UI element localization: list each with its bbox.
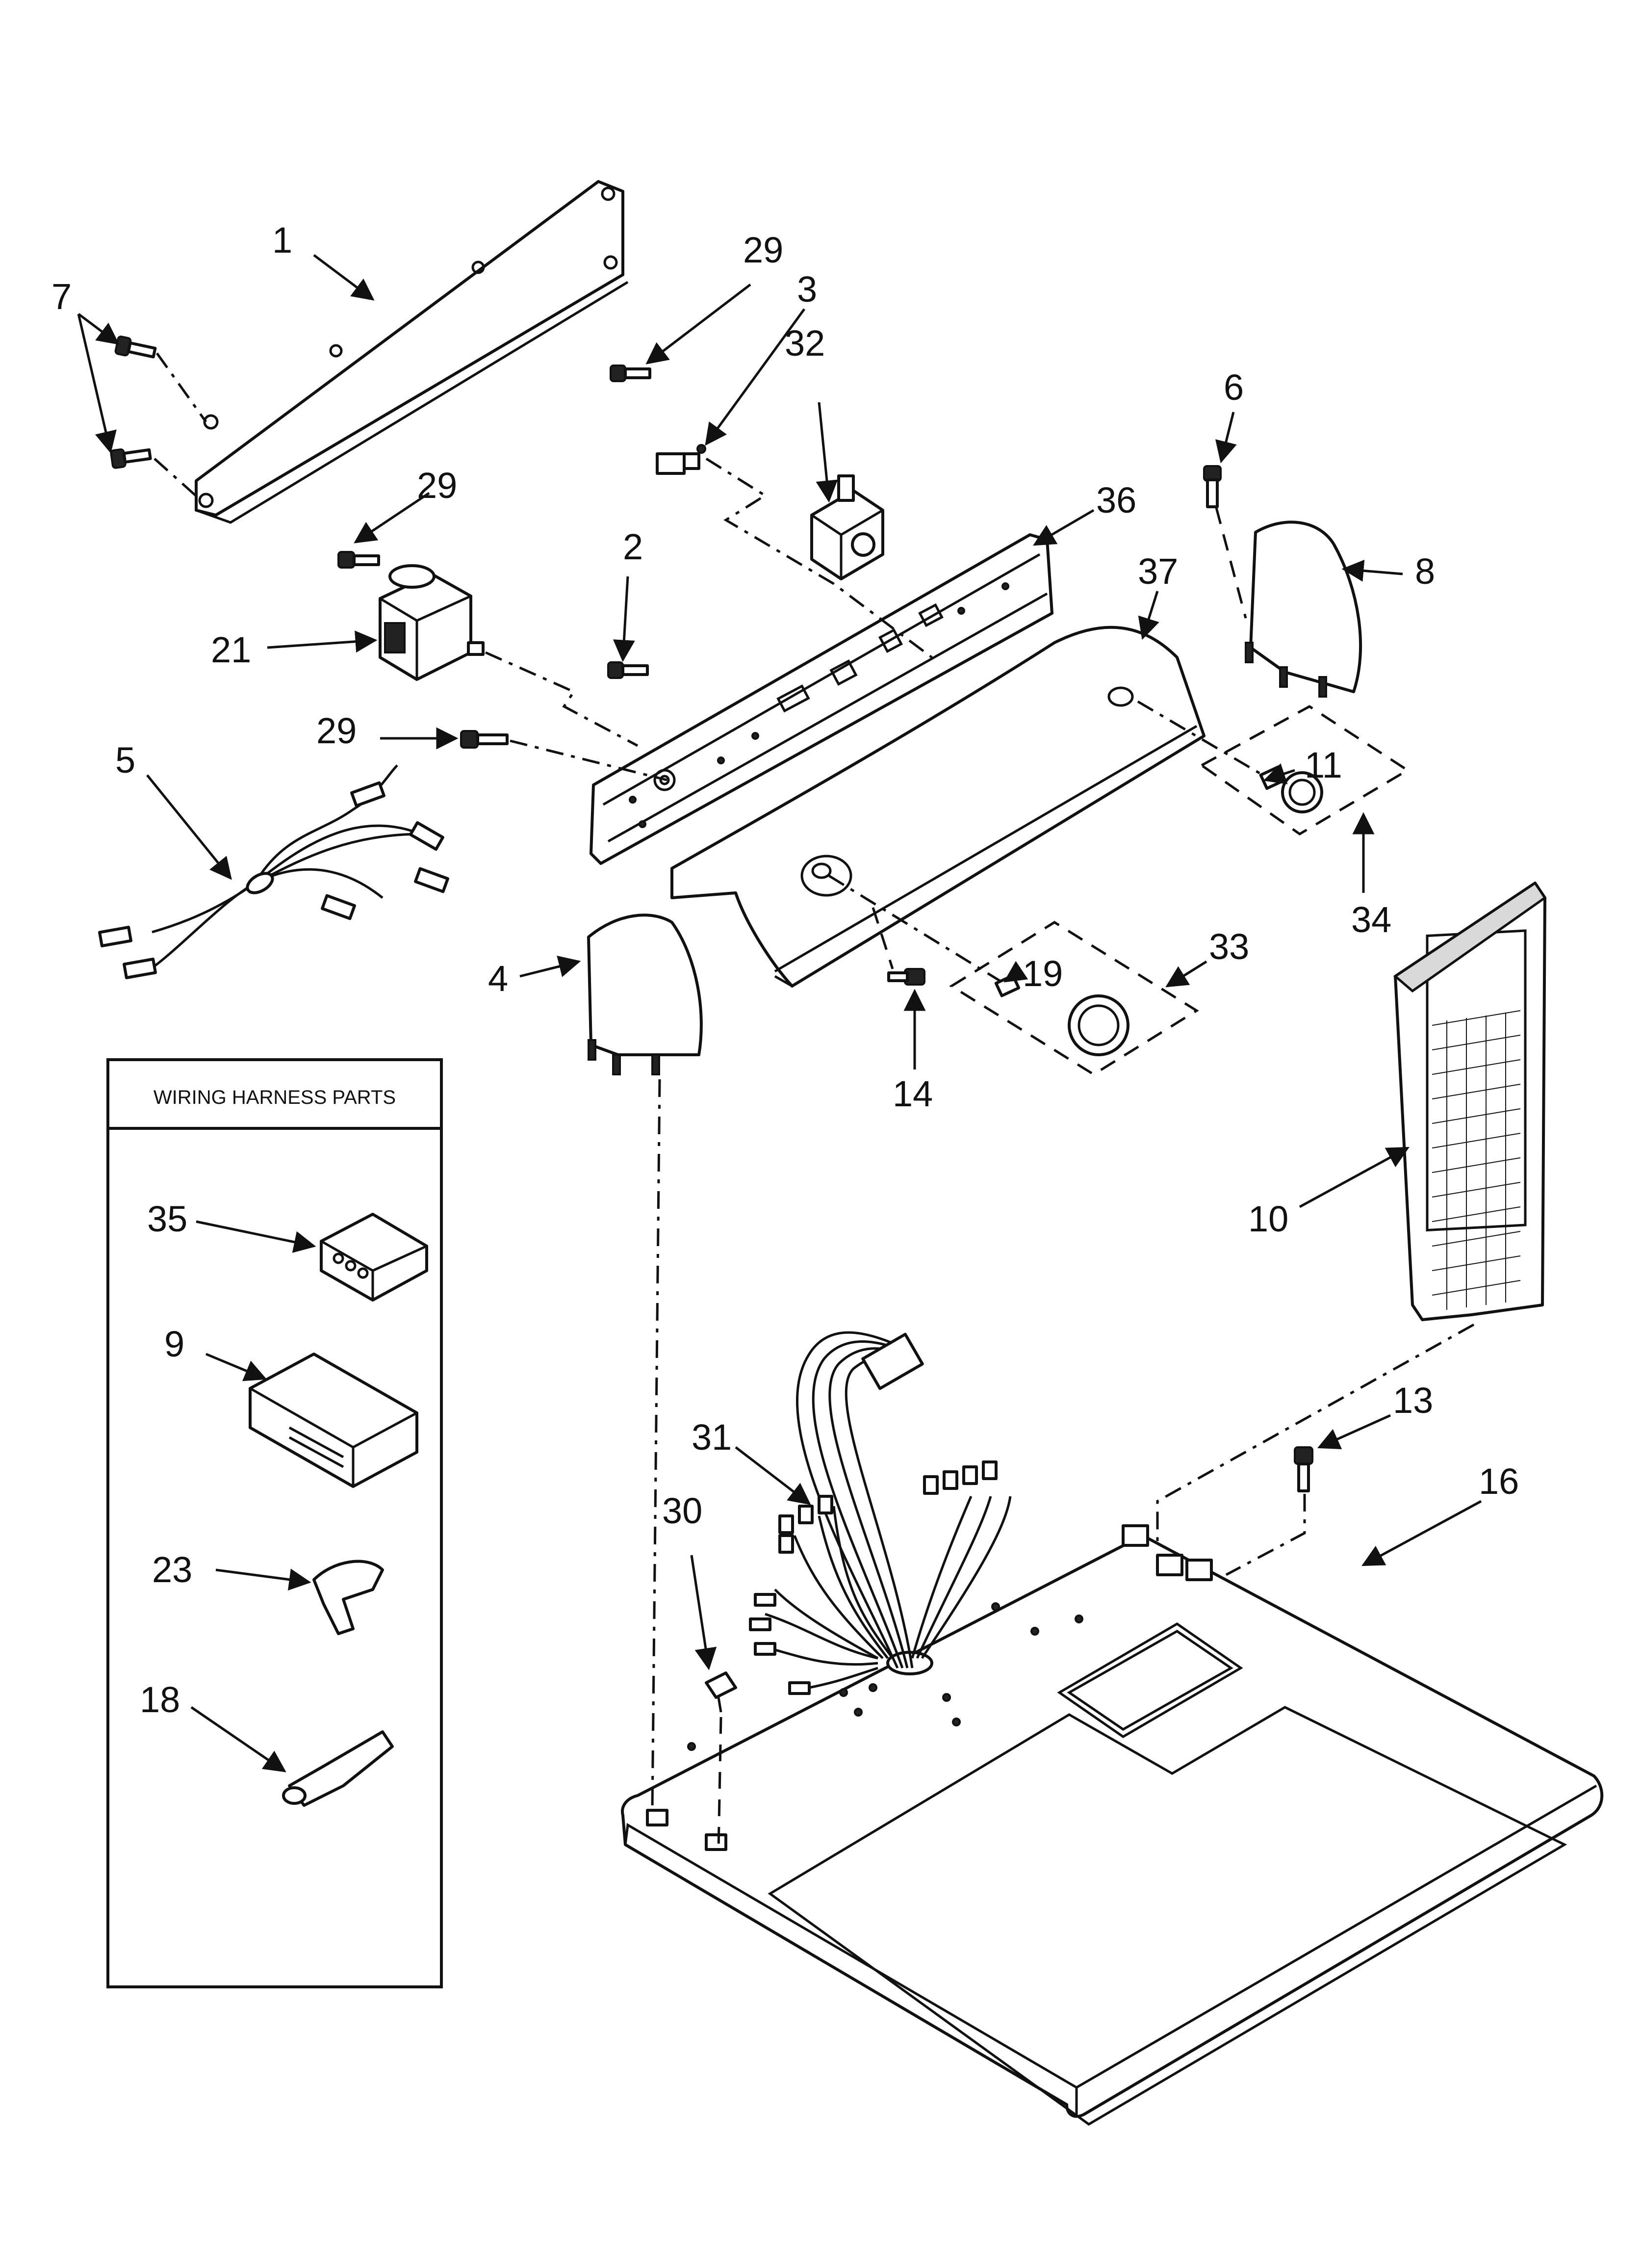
legend-title: WIRING HARNESS PARTS xyxy=(154,1087,396,1108)
part-screw-14 xyxy=(872,907,925,986)
callout-10: 10 xyxy=(1248,1199,1288,1239)
part-wire-harness-31 xyxy=(749,1331,1012,1695)
callout-1: 1 xyxy=(272,220,292,261)
callout-33: 33 xyxy=(1209,926,1249,967)
callout-3: 3 xyxy=(797,269,817,310)
part-thermostat-32 xyxy=(810,474,884,580)
legend-box xyxy=(106,1058,443,1988)
part-screw-29-top xyxy=(610,365,651,382)
callout-29-low: 29 xyxy=(316,710,357,751)
part-clip-23 xyxy=(312,1560,384,1635)
callout-30: 30 xyxy=(662,1490,702,1531)
part-screw-29-mid xyxy=(337,551,380,569)
part-rear-panel xyxy=(195,180,629,524)
callout-21: 21 xyxy=(211,629,251,670)
part-top-panel xyxy=(621,1524,1604,2126)
part-screw-2 xyxy=(607,661,649,679)
callout-4: 4 xyxy=(488,958,508,999)
part-terminal-block xyxy=(656,444,706,475)
part-right-end-cap xyxy=(1245,521,1362,698)
callout-7: 7 xyxy=(51,276,72,317)
callout-37: 37 xyxy=(1138,551,1178,592)
part-console-panel xyxy=(670,626,1206,988)
callout-19: 19 xyxy=(1023,953,1063,994)
part-connector-9 xyxy=(249,1353,418,1488)
callout-34: 34 xyxy=(1351,899,1391,940)
part-screws-7 xyxy=(110,336,207,501)
part-screw-13 xyxy=(1225,1446,1313,1576)
callout-2: 2 xyxy=(623,526,643,567)
part-screw-29-low xyxy=(460,730,667,782)
callout-13: 13 xyxy=(1393,1380,1433,1421)
callout-18: 18 xyxy=(140,1679,180,1720)
callout-32: 32 xyxy=(785,323,825,364)
part-switch-21 xyxy=(379,564,485,681)
callout-29-top: 29 xyxy=(743,230,783,270)
part-clip-30 xyxy=(705,1671,737,1850)
leader-end-cap xyxy=(651,1079,661,1811)
callout-5: 5 xyxy=(115,740,135,781)
part-terminal-18 xyxy=(282,1730,394,1807)
callout-29-mid: 29 xyxy=(417,465,457,506)
leader-lines xyxy=(77,254,1482,1773)
callout-14: 14 xyxy=(893,1073,933,1114)
callout-9: 9 xyxy=(164,1324,184,1364)
callout-8: 8 xyxy=(1415,551,1435,592)
part-left-end-cap xyxy=(587,913,703,1075)
callout-23: 23 xyxy=(152,1549,192,1590)
callout-36: 36 xyxy=(1096,480,1136,521)
callout-6: 6 xyxy=(1224,367,1244,408)
callout-31: 31 xyxy=(692,1417,732,1458)
callout-16: 16 xyxy=(1479,1461,1519,1502)
part-connector-35 xyxy=(320,1213,428,1302)
part-console-frame xyxy=(590,533,1053,865)
part-lint-screen xyxy=(1393,881,1547,1321)
part-wire-harness-5 xyxy=(98,764,449,979)
callout-35: 35 xyxy=(147,1199,187,1239)
callout-11: 11 xyxy=(1305,745,1342,785)
part-screw-6 xyxy=(1203,465,1247,619)
